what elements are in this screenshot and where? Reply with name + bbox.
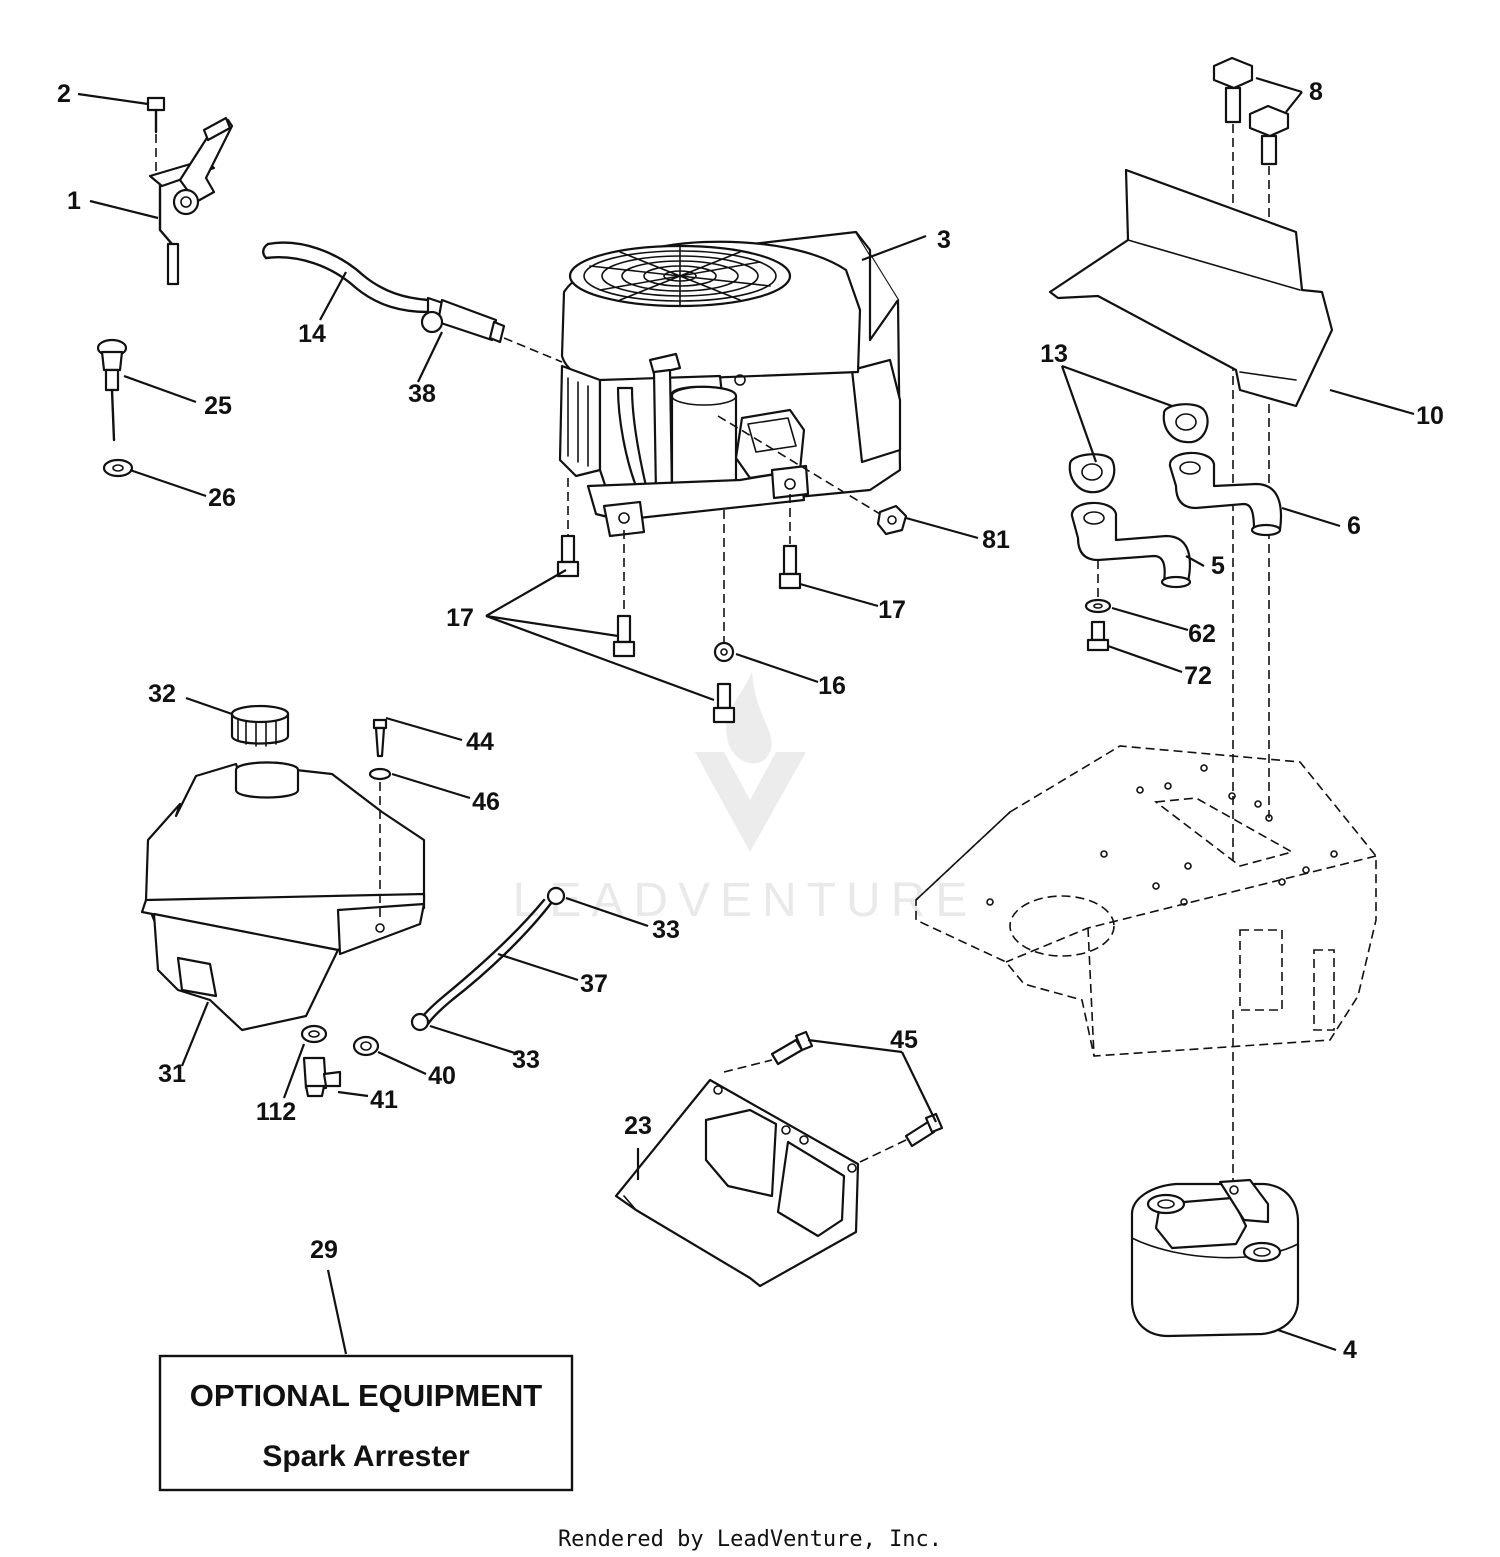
leader-lines — [77, 76, 1415, 1355]
callout-1: 1 — [67, 187, 81, 215]
callout-46: 46 — [472, 788, 500, 816]
callout-81: 81 — [982, 526, 1010, 554]
callout-37: 37 — [580, 970, 608, 998]
callout-25: 25 — [204, 392, 232, 420]
footer-credit: Rendered by LeadVenture, Inc. — [558, 1527, 942, 1552]
callout-8: 8 — [1309, 78, 1323, 106]
part-skid-plate — [614, 1030, 944, 1288]
callout-5: 5 — [1211, 552, 1225, 580]
callout-31: 31 — [158, 1060, 186, 1088]
watermark-v-icon — [695, 752, 806, 852]
watermark-flame-icon — [726, 672, 772, 764]
callout-2: 2 — [57, 80, 71, 108]
part-fuel-valve — [300, 886, 566, 1098]
part-engine — [558, 230, 902, 650]
callout-33-lower: 33 — [512, 1046, 540, 1074]
optional-equipment-subtitle: Spark Arrester — [262, 1440, 470, 1473]
optional-equipment-title: OPTIONAL EQUIPMENT — [190, 1378, 543, 1413]
callout-6: 6 — [1347, 512, 1361, 540]
callout-16: 16 — [818, 672, 846, 700]
callout-labels: 2 1 3 4 5 6 8 10 13 14 16 17 17 23 25 26… — [57, 78, 1444, 1364]
part-engine-bolts — [556, 504, 908, 724]
part-throttle-control — [146, 96, 234, 286]
callout-4: 4 — [1343, 1336, 1357, 1364]
callout-29: 29 — [310, 1236, 338, 1264]
part-dipstick — [96, 338, 134, 478]
callout-13: 13 — [1040, 340, 1068, 368]
callout-41: 41 — [370, 1086, 398, 1114]
watermark-brand: LEADVENTURE — [513, 874, 978, 927]
callout-17-right: 17 — [878, 596, 906, 624]
callout-32: 32 — [148, 680, 176, 708]
callout-17-left: 17 — [446, 604, 474, 632]
part-fuel-tank — [140, 704, 426, 1032]
callout-44: 44 — [466, 728, 494, 756]
callout-62: 62 — [1188, 620, 1216, 648]
callout-40: 40 — [428, 1062, 456, 1090]
callout-38: 38 — [408, 380, 436, 408]
callout-45: 45 — [890, 1026, 918, 1054]
part-fuel-line — [262, 241, 563, 363]
callout-72: 72 — [1184, 662, 1212, 690]
callout-33-upper: 33 — [652, 916, 680, 944]
part-exhaust-pipes — [1068, 403, 1282, 652]
callout-3: 3 — [937, 226, 951, 254]
callout-112: 112 — [256, 1098, 296, 1126]
part-frame — [915, 745, 1377, 1180]
callout-10: 10 — [1416, 402, 1444, 430]
part-muffler — [1130, 1178, 1300, 1338]
watermark: LEADVENTURE — [513, 672, 978, 927]
callout-14: 14 — [298, 320, 326, 348]
callout-26: 26 — [208, 484, 236, 512]
callout-23: 23 — [624, 1112, 652, 1140]
optional-equipment-box: OPTIONAL EQUIPMENT Spark Arrester — [158, 1354, 574, 1492]
